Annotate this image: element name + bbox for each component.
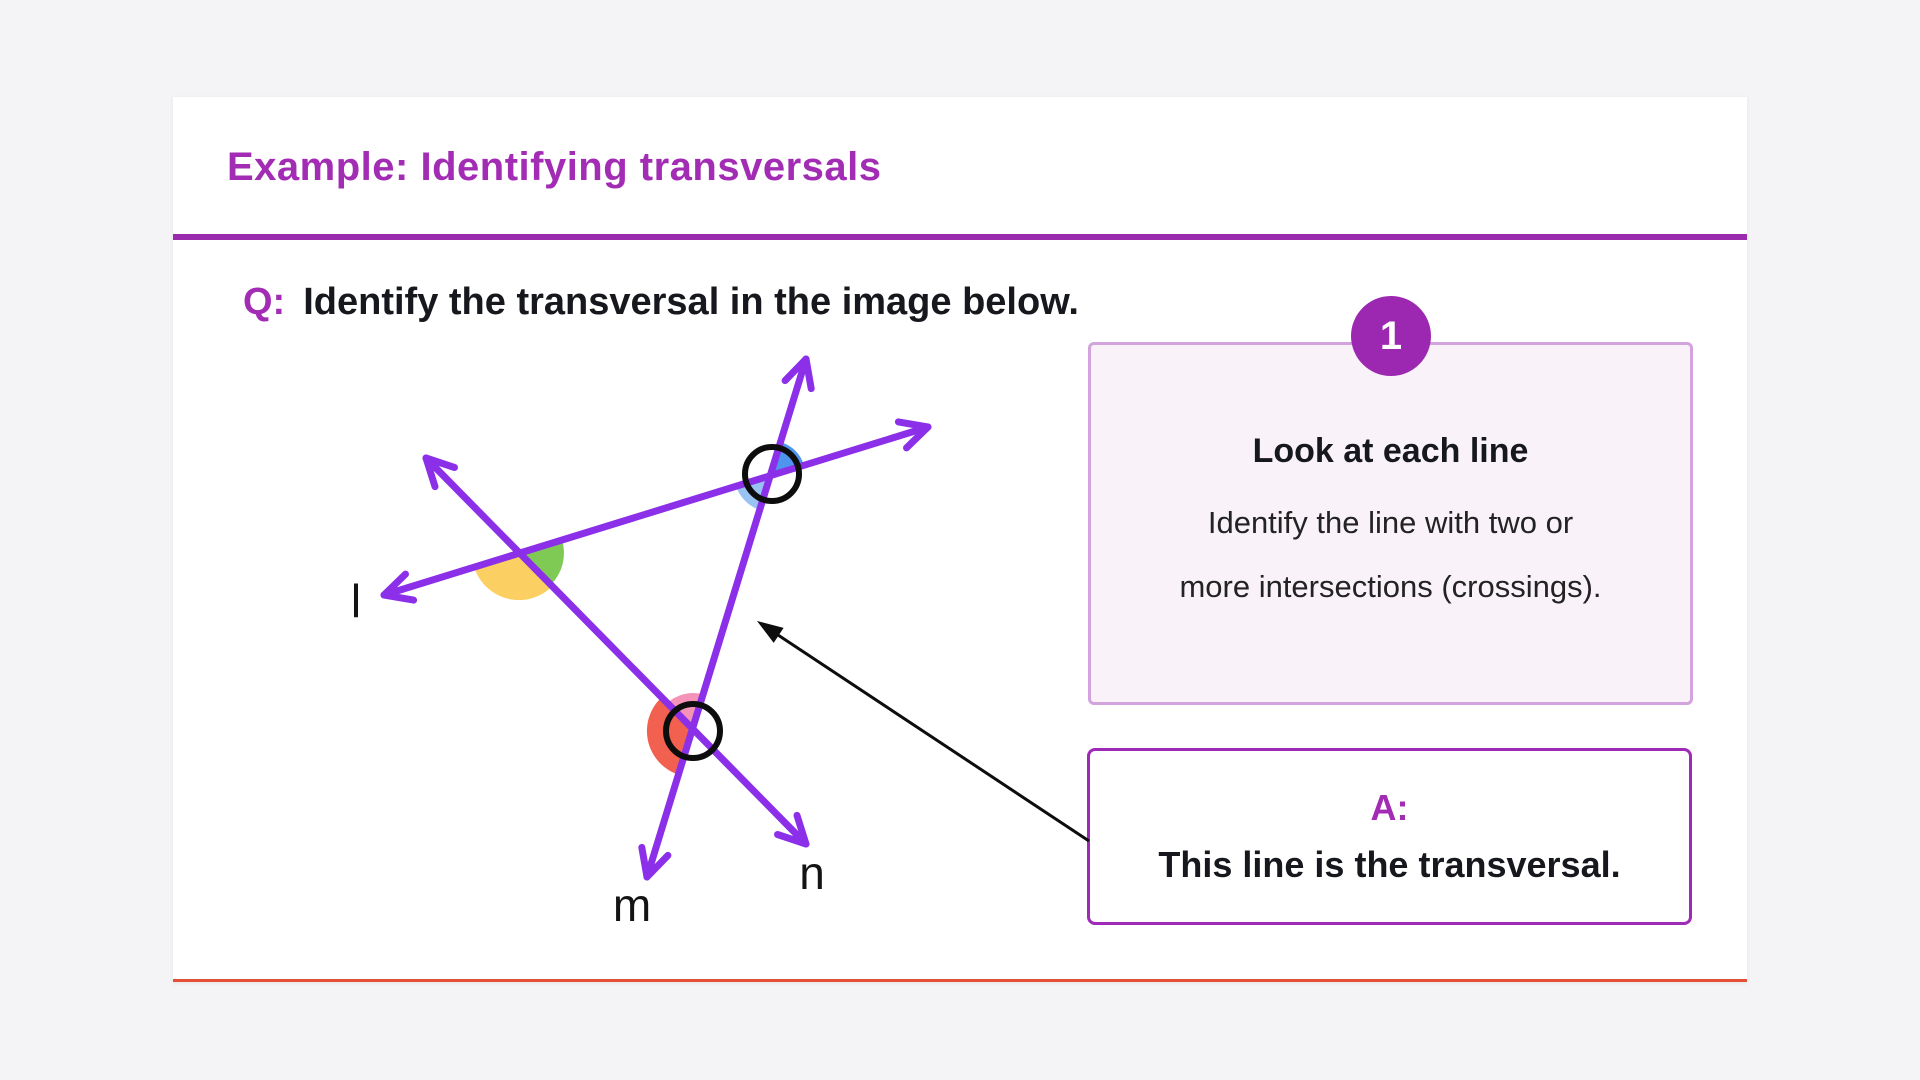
question-line: Q: Identify the transversal in the image… [243, 279, 1079, 325]
answer-box: A: This line is the transversal. [1087, 748, 1692, 925]
step-title: Look at each line [1252, 431, 1529, 470]
step-body-line-2: more intersections (crossings). [1179, 568, 1602, 604]
question-text: Identify the transversal in the image be… [303, 281, 1079, 323]
question-label: Q: [243, 281, 286, 323]
answer-text: This line is the transversal. [1158, 844, 1621, 885]
step-1-box: 1 Look at each line Identify the line wi… [1088, 296, 1693, 705]
page-title: Example: Identifying transversals [227, 145, 882, 189]
lesson-card: Example: Identifying transversals Q: Ide… [173, 97, 1747, 982]
step-body-line-1: Identify the line with two or [1207, 504, 1574, 540]
answer-label: A: [1370, 787, 1409, 828]
step-number-badge: 1 [1351, 296, 1431, 376]
title-divider [173, 234, 1747, 240]
